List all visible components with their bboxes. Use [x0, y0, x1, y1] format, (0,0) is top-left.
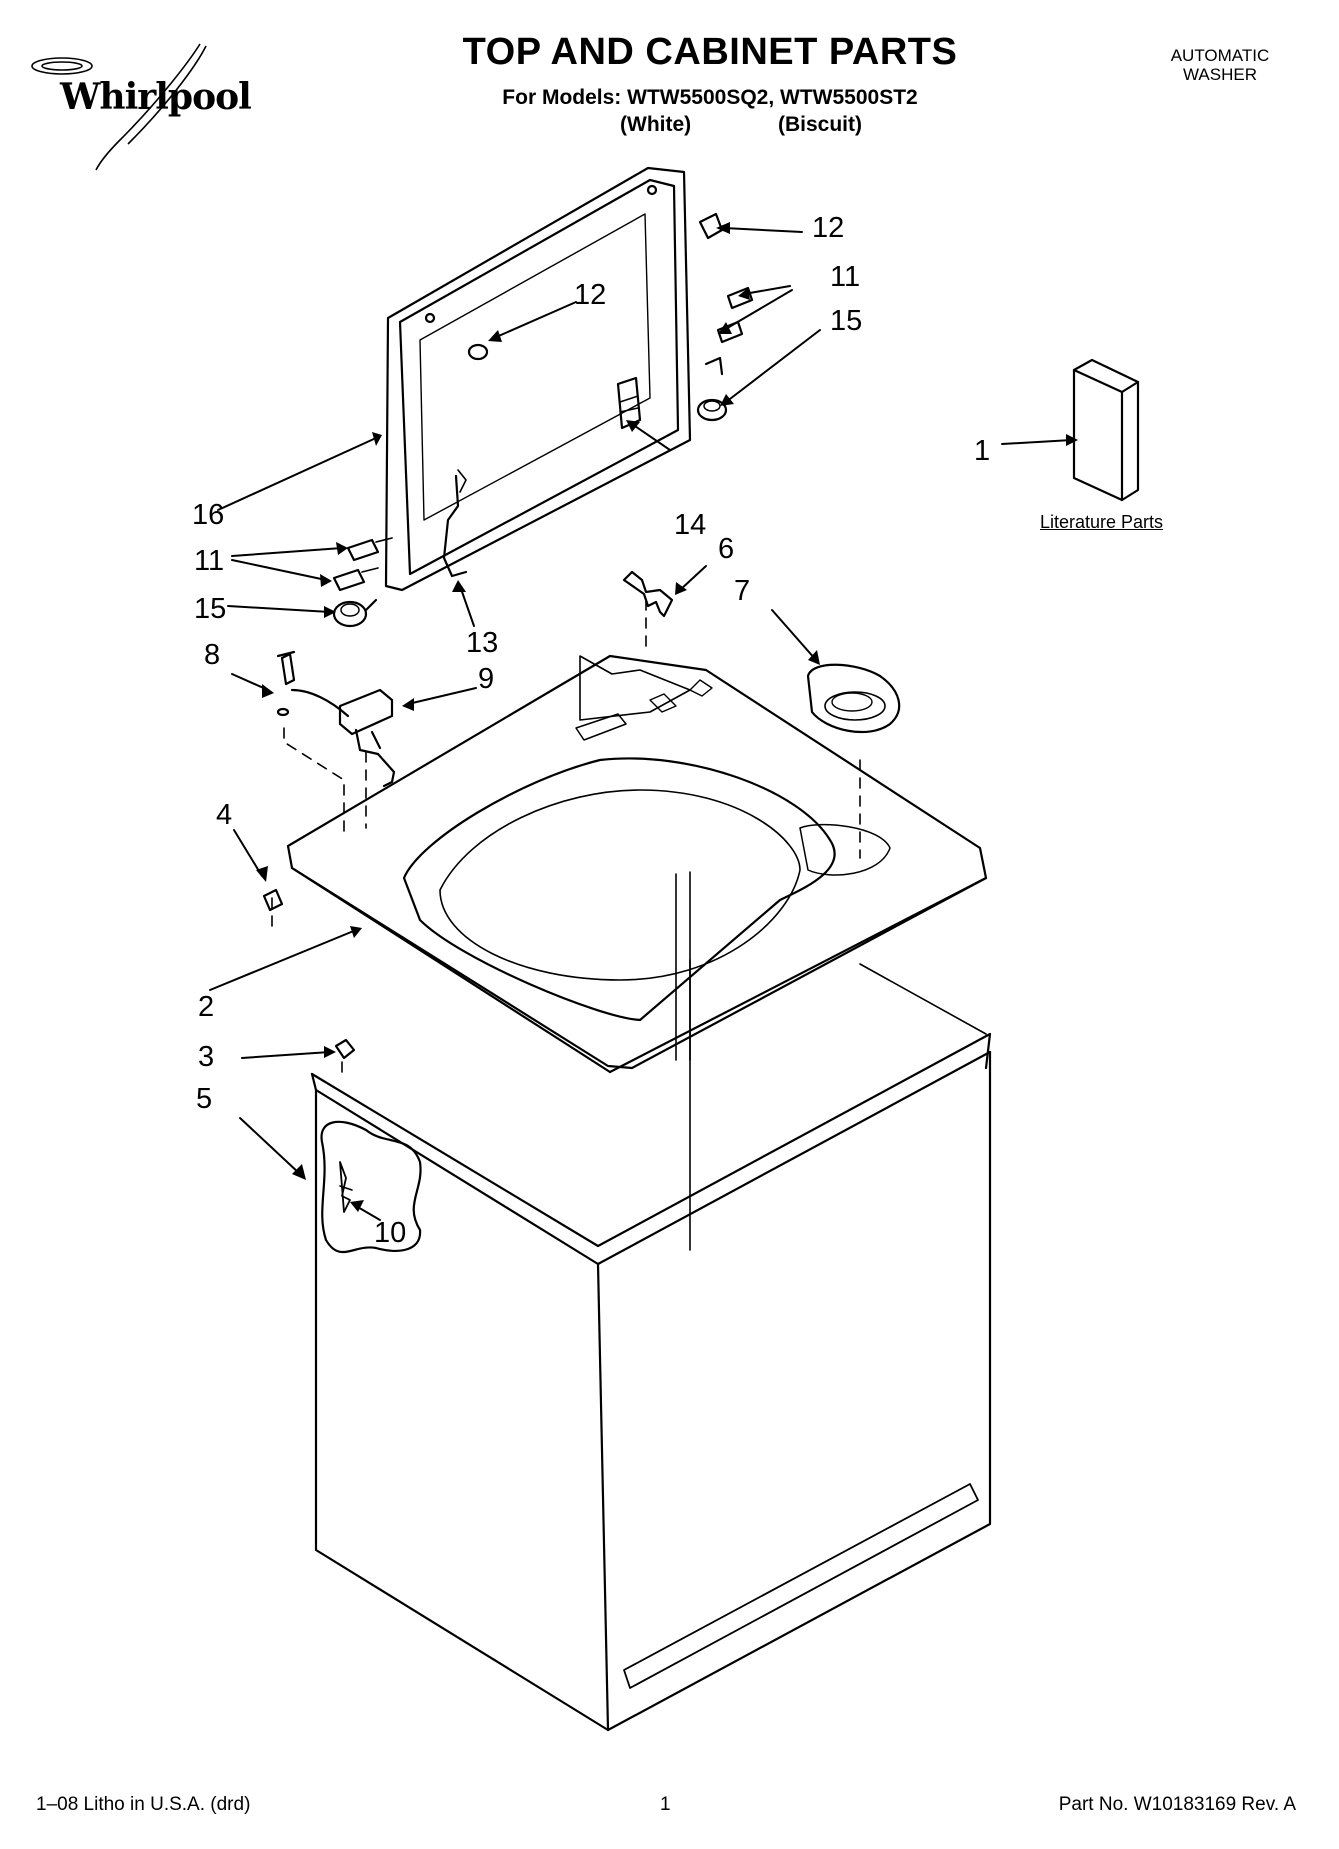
lower-left-hardware [332, 537, 393, 628]
callout-11-left: 11 [194, 545, 225, 577]
whirlpool-logo: Whirlpool [22, 38, 272, 168]
variant-white: (White) [620, 113, 692, 136]
top-panel-2 [286, 654, 988, 1074]
product-line-2: WASHER [1183, 65, 1257, 84]
callout-16: 16 [192, 499, 225, 531]
footer-litho: 1–08 Litho in U.S.A. (drd) [36, 1794, 251, 1815]
arrow-heads [256, 222, 1078, 1212]
whirlpool-logo-swoosh [31, 43, 207, 171]
variant-biscuit: (Biscuit) [778, 113, 862, 136]
lid-switch-9 [276, 650, 396, 788]
footer-page-number: 1 [660, 1794, 671, 1815]
callout-4: 4 [216, 799, 233, 831]
callout-13: 13 [466, 627, 499, 659]
clip-3 [334, 1038, 356, 1060]
callout-15-left: 15 [194, 593, 227, 625]
callout-6: 6 [718, 533, 735, 565]
callout-7: 7 [734, 575, 751, 607]
cutaway-detail-10 [320, 1120, 422, 1253]
leader-lines [209, 227, 1073, 1221]
callout-3: 3 [198, 1041, 215, 1073]
product-type: AUTOMATIC WASHER [1110, 46, 1330, 84]
product-line-1: AUTOMATIC [1170, 46, 1270, 65]
lid-actuator-wire-13 [442, 474, 468, 578]
clip-6 [622, 570, 674, 618]
callout-11-right: 11 [830, 261, 861, 293]
literature-parts-label: Literature Parts [1040, 512, 1164, 532]
callout-9: 9 [478, 663, 495, 695]
callout-10: 10 [374, 1217, 407, 1249]
literature-booklet-1 [1072, 358, 1140, 502]
dispenser-cup-7 [806, 663, 901, 733]
callout-14: 14 [674, 509, 707, 541]
dashed-guides [271, 599, 861, 1081]
callout-1: 1 [974, 435, 991, 467]
lid-part-16 [384, 166, 692, 592]
brand-wordmark: Whirlpool [60, 76, 252, 118]
lid-latch-14 [616, 376, 642, 430]
callout-5: 5 [196, 1083, 213, 1115]
models-line: For Models: WTW5500SQ2, WTW5500ST2 [502, 86, 918, 109]
clip-4 [262, 888, 284, 912]
upper-hardware [467, 212, 754, 422]
cabinet-5 [310, 959, 992, 1732]
callout-15-right: 15 [830, 305, 863, 337]
page-title: TOP AND CABINET PARTS [462, 31, 958, 73]
callout-12-top: 12 [812, 212, 845, 244]
footer-part-number: Part No. W10183169 Rev. A [1058, 1794, 1296, 1815]
callout-2: 2 [198, 991, 215, 1023]
callout-12-lid: 12 [574, 279, 607, 311]
callout-8: 8 [204, 639, 221, 671]
